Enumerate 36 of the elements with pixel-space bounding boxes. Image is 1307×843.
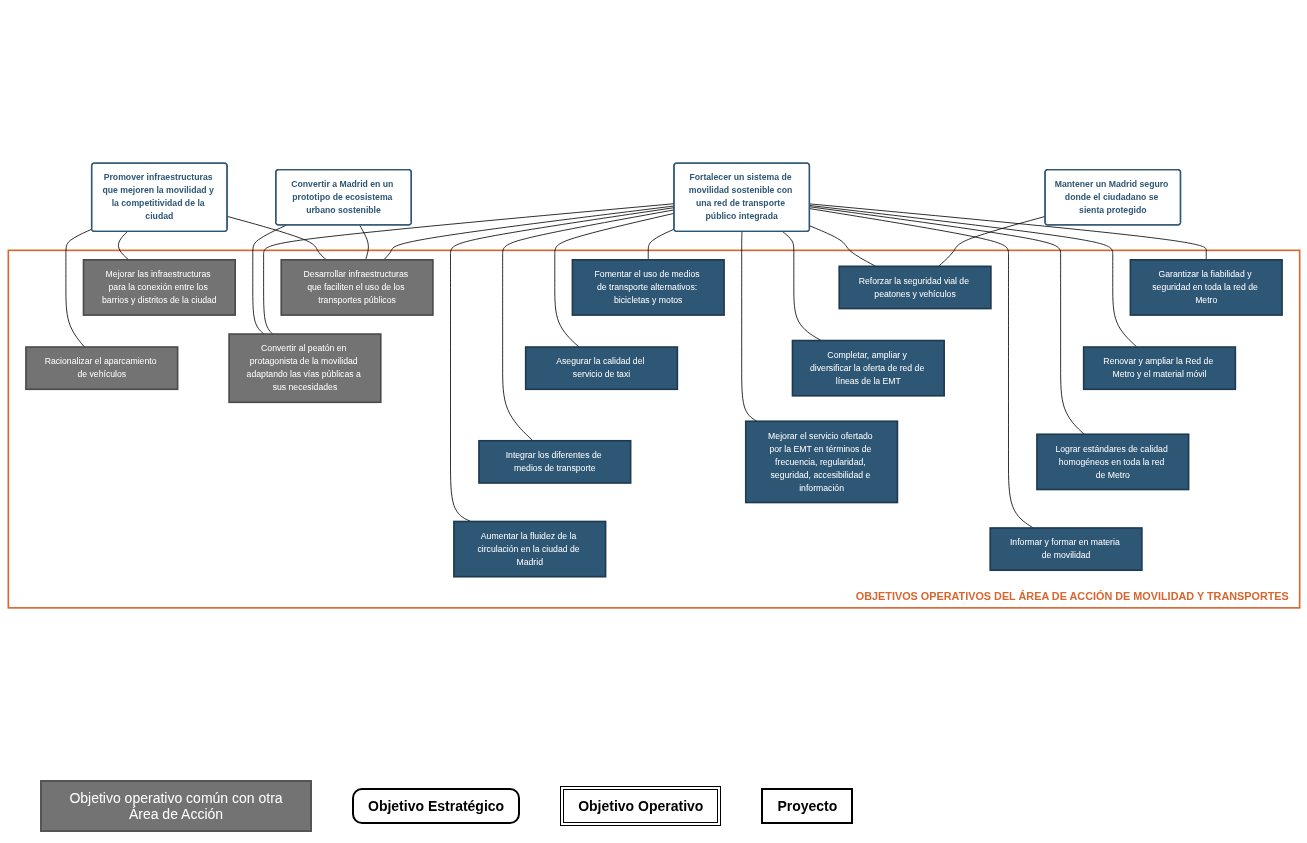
connector [501,208,675,441]
legend-swatch: Objetivo operativo común con otra Área de Acción [40,780,312,832]
node-box: Renovar y ampliar la Red de Metro y el material móvil [1082,345,1236,390]
node-box: Garantizar la fiabilidad y seguridad en toda la red de Metro [1129,258,1283,316]
node-box: Convertir al peatón en protagonista de la movilidad adaptando las vías públicas a sus necesidades [227,332,382,403]
connector [808,207,1034,528]
node-box: Mejorar las infraestructuras para la conexión entre los barrios y distritos de la ciudad [82,258,236,316]
connector [65,228,92,347]
node-box: Aumentar la fluidez de la circulación en la ciudad de Madrid [452,520,606,578]
connector [226,215,327,260]
connector [808,204,1137,347]
node-box: Mejorar el servicio ofertado por la EMT en términos de frecuencia, regularidad, seguridad, accesibilidad e información [744,419,898,503]
legend-sample: Proyecto [761,788,854,824]
connector [781,230,822,341]
node-box: Integrar los diferentes de medios de transporte [477,439,631,484]
legend-sample: Objetivo Operativo [560,786,722,826]
connector [808,202,1207,260]
legend-sample: Objetivo Estratégico [352,788,521,824]
connector [117,230,129,260]
connector [808,205,1084,435]
connector [358,224,369,260]
connector [449,206,675,522]
node-box: Completar, ampliar y diversificar la oferta de red de líneas de la EMT [791,339,945,397]
node-box: Informar y formar en materia de movilidad [988,526,1143,571]
node-box: Asegurar la calidad del servicio de taxi [524,345,678,390]
node-box: Reforzar la seguridad vial de peatones y vehículos [837,265,992,309]
connector [740,230,757,422]
connector [553,212,675,347]
connector [251,224,287,334]
connector [647,228,675,260]
node-box: Racionalizar el aparcamiento de vehículos [24,345,178,390]
node-box: Desarrollar infraestructuras que faciliten el uso de los transportes públicos [279,258,434,316]
node-box: Fomentar el uso de medios de transporte alternativos: bicicletas y motos [571,258,725,316]
connector [382,205,675,260]
node-box: Lograr estándares de calidad homogéneos en toda la red de Metro [1035,432,1189,490]
connector [262,202,675,334]
